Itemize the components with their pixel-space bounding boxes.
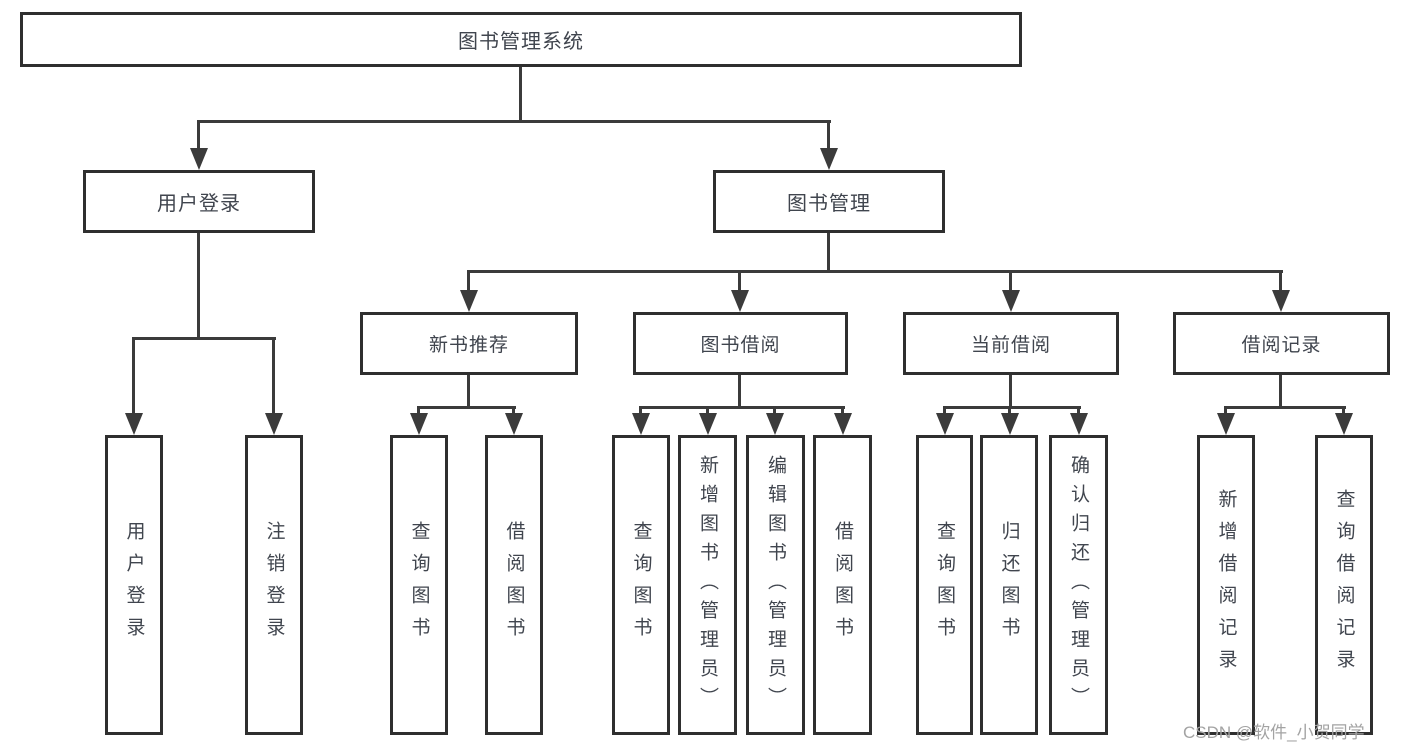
connector-cb-return-drop xyxy=(1008,409,1011,416)
leaf-cb-confirm-return-admin: 确认归还（管理员） xyxy=(1049,435,1108,735)
arrow-nb-borrow xyxy=(505,413,523,435)
leaf-user-login-label: 用户登录 xyxy=(123,521,145,649)
leaf-bb-add-book-admin: 新增图书（管理员） xyxy=(678,435,737,735)
connector-bb-add-drop xyxy=(706,409,709,416)
leaf-logout-label: 注销登录 xyxy=(263,521,285,649)
connector-new-book-drop xyxy=(467,273,470,292)
node-book-management-label: 图书管理 xyxy=(787,193,871,215)
connector-borrow-records-drop xyxy=(1279,273,1282,292)
connector-br-add-drop xyxy=(1224,409,1227,416)
connector-root-bar xyxy=(197,120,831,123)
connector-root-stem xyxy=(519,67,522,123)
connector-cb-confirm-drop xyxy=(1077,409,1080,416)
connector-current-borrow-drop xyxy=(1009,273,1012,292)
connector-new-book-stem xyxy=(467,375,470,409)
leaf-nb-query-books-label: 查询图书 xyxy=(408,521,430,649)
leaf-cb-return-books-label: 归还图书 xyxy=(998,521,1020,649)
leaf-br-query-record-label: 查询借阅记录 xyxy=(1333,489,1355,681)
leaf-nb-query-books: 查询图书 xyxy=(390,435,448,735)
connector-borrow-records-stem xyxy=(1279,375,1282,409)
connector-current-borrow-bar xyxy=(943,406,1081,409)
connector-book-borrow-bar xyxy=(639,406,845,409)
leaf-bb-edit-book-admin: 编辑图书（管理员） xyxy=(746,435,805,735)
arrow-borrow-records xyxy=(1272,290,1290,312)
connector-current-borrow-stem xyxy=(1009,375,1012,409)
connector-user-login-bar xyxy=(132,337,276,340)
csdn-watermark: CSDN @软件_小贺同学 xyxy=(1183,723,1365,742)
arrow-current-borrow xyxy=(1002,290,1020,312)
connector-user-login-stem xyxy=(197,233,200,340)
leaf-bb-query-books: 查询图书 xyxy=(612,435,670,735)
node-book-management: 图书管理 xyxy=(713,170,945,233)
arrow-leaf-login xyxy=(125,413,143,435)
leaf-cb-query-books: 查询图书 xyxy=(916,435,973,735)
node-root-label: 图书管理系统 xyxy=(458,31,584,53)
node-borrow-records: 借阅记录 xyxy=(1173,312,1390,375)
node-new-book-recommend-label: 新书推荐 xyxy=(428,335,509,356)
connector-nb-query-drop xyxy=(417,409,420,416)
connector-bb-borrow-drop xyxy=(841,409,844,416)
connector-borrow-records-bar xyxy=(1224,406,1346,409)
node-current-borrow: 当前借阅 xyxy=(903,312,1119,375)
leaf-br-add-record-label: 新增借阅记录 xyxy=(1215,489,1237,681)
node-root: 图书管理系统 xyxy=(20,12,1022,67)
arrow-new-book xyxy=(460,290,478,312)
connector-leaf-logout-drop xyxy=(272,340,275,415)
arrow-cb-return xyxy=(1001,413,1019,435)
leaf-logout: 注销登录 xyxy=(245,435,303,735)
arrow-user-login xyxy=(190,148,208,170)
connector-bb-query-drop xyxy=(639,409,642,416)
arrow-br-query xyxy=(1335,413,1353,435)
leaf-bb-add-book-admin-label: 新增图书（管理员） xyxy=(697,454,718,716)
leaf-nb-borrow-books-label: 借阅图书 xyxy=(503,521,525,649)
node-user-login: 用户登录 xyxy=(83,170,315,233)
connector-book-management-bar xyxy=(467,270,1283,273)
node-borrow-records-label: 借阅记录 xyxy=(1241,335,1322,356)
leaf-bb-query-books-label: 查询图书 xyxy=(630,521,652,649)
leaf-user-login: 用户登录 xyxy=(105,435,163,735)
connector-cb-query-drop xyxy=(943,409,946,416)
connector-bb-edit-drop xyxy=(773,409,776,416)
connector-book-management-drop xyxy=(827,123,830,150)
connector-nb-borrow-drop xyxy=(512,409,515,416)
connector-br-query-drop xyxy=(1342,409,1345,416)
node-new-book-recommend: 新书推荐 xyxy=(360,312,578,375)
leaf-nb-borrow-books: 借阅图书 xyxy=(485,435,543,735)
arrow-nb-query xyxy=(410,413,428,435)
arrow-br-add xyxy=(1217,413,1235,435)
connector-book-borrow-drop xyxy=(738,273,741,292)
node-user-login-label: 用户登录 xyxy=(157,193,241,215)
connector-user-login-drop xyxy=(197,123,200,150)
leaf-cb-confirm-return-admin-label: 确认归还（管理员） xyxy=(1068,454,1089,716)
connector-book-management-stem xyxy=(827,233,830,273)
leaf-cb-return-books: 归还图书 xyxy=(980,435,1038,735)
connector-book-borrow-stem xyxy=(738,375,741,409)
arrow-book-management xyxy=(820,148,838,170)
arrow-bb-borrow xyxy=(834,413,852,435)
leaf-br-add-record: 新增借阅记录 xyxy=(1197,435,1255,735)
leaf-cb-query-books-label: 查询图书 xyxy=(934,521,955,649)
arrow-bb-add xyxy=(699,413,717,435)
arrow-book-borrow xyxy=(731,290,749,312)
connector-new-book-bar xyxy=(417,406,516,409)
leaf-bb-edit-book-admin-label: 编辑图书（管理员） xyxy=(765,454,786,716)
arrow-bb-edit xyxy=(766,413,784,435)
arrow-leaf-logout xyxy=(265,413,283,435)
arrow-cb-confirm xyxy=(1070,413,1088,435)
leaf-bb-borrow-books-label: 借阅图书 xyxy=(832,521,853,649)
arrow-bb-query xyxy=(632,413,650,435)
node-current-borrow-label: 当前借阅 xyxy=(970,335,1051,356)
node-book-borrow-label: 图书借阅 xyxy=(700,335,781,356)
connector-leaf-login-drop xyxy=(132,340,135,415)
node-book-borrow: 图书借阅 xyxy=(633,312,848,375)
arrow-cb-query xyxy=(936,413,954,435)
leaf-bb-borrow-books: 借阅图书 xyxy=(813,435,872,735)
leaf-br-query-record: 查询借阅记录 xyxy=(1315,435,1373,735)
